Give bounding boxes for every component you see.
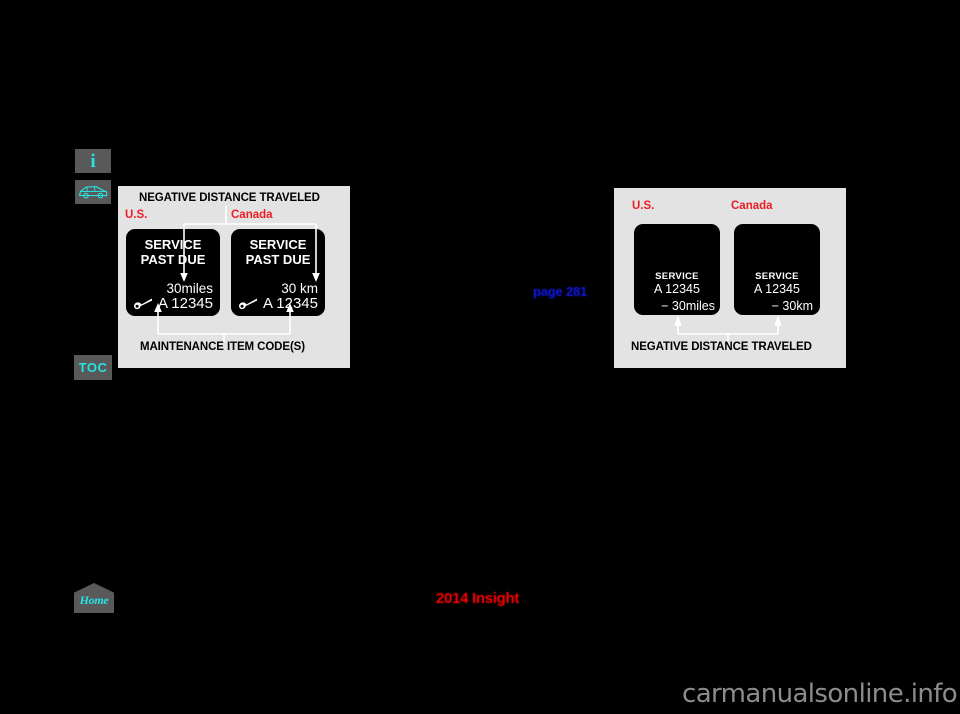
info-i-icon: i — [90, 150, 96, 172]
home-label: Home — [79, 593, 109, 607]
lcd-us-service-distance: − 30miles — [661, 299, 715, 313]
figure-right-label-us: U.S. — [632, 200, 655, 212]
figure-right-bottom-caption: NEGATIVE DISTANCE TRAVELED — [631, 341, 812, 353]
lcd-canada-distance: 30 km — [281, 281, 318, 296]
lcd-canada-service-distance: − 30km — [771, 299, 813, 313]
lcd-us-distance: 30miles — [166, 281, 213, 296]
lcd-us-service-code: A 12345 — [654, 282, 700, 296]
lcd-panel-canada: SERVICE PAST DUE 30 km A 12345 — [231, 229, 325, 316]
wrench-icon — [239, 298, 257, 310]
lcd-canada-service-label: SERVICE — [755, 271, 799, 282]
car-side-icon — [78, 186, 108, 199]
lcd-canada-service-code: A 12345 — [754, 282, 800, 296]
figure-negative-distance-past-due: NEGATIVE DISTANCE TRAVELED U.S. Canada S… — [118, 186, 350, 368]
info-button[interactable]: i — [75, 149, 111, 173]
figure-left-bottom-caption: MAINTENANCE ITEM CODE(S) — [140, 341, 305, 353]
lcd-us-code: A 12345 — [157, 295, 213, 312]
page-reference-link[interactable]: page 281 — [533, 284, 588, 299]
lcd-canada-code: A 12345 — [262, 295, 318, 312]
figure-negative-distance-service: U.S. Canada SERVICE A 12345 − 30miles SE… — [614, 188, 846, 368]
lcd-canada-status-line2: PAST DUE — [245, 252, 311, 267]
lcd-us-status-line2: PAST DUE — [140, 252, 206, 267]
home-button[interactable]: Home — [74, 583, 114, 613]
watermark: carmanualsonline.info — [682, 679, 958, 709]
figure-left-top-caption: NEGATIVE DISTANCE TRAVELED — [139, 192, 320, 204]
wrench-icon — [134, 298, 152, 310]
vehicle-button[interactable] — [75, 180, 111, 204]
lcd-us-status-line1: SERVICE — [144, 237, 202, 252]
model-name-label: 2014 Insight — [436, 590, 520, 607]
lcd-panel-us: SERVICE PAST DUE 30miles A 12345 — [126, 229, 220, 316]
figure-right-label-canada: Canada — [731, 200, 773, 212]
lcd-panel-us-service: SERVICE A 12345 − 30miles — [634, 224, 720, 315]
figure-left-label-canada: Canada — [231, 209, 273, 221]
lcd-canada-status-line1: SERVICE — [249, 237, 307, 252]
lcd-panel-canada-service: SERVICE A 12345 − 30km — [734, 224, 820, 315]
figure-left-label-us: U.S. — [125, 209, 148, 221]
lcd-us-service-label: SERVICE — [655, 271, 699, 282]
toc-button[interactable]: TOC — [74, 355, 112, 380]
toc-label: TOC — [78, 360, 108, 375]
